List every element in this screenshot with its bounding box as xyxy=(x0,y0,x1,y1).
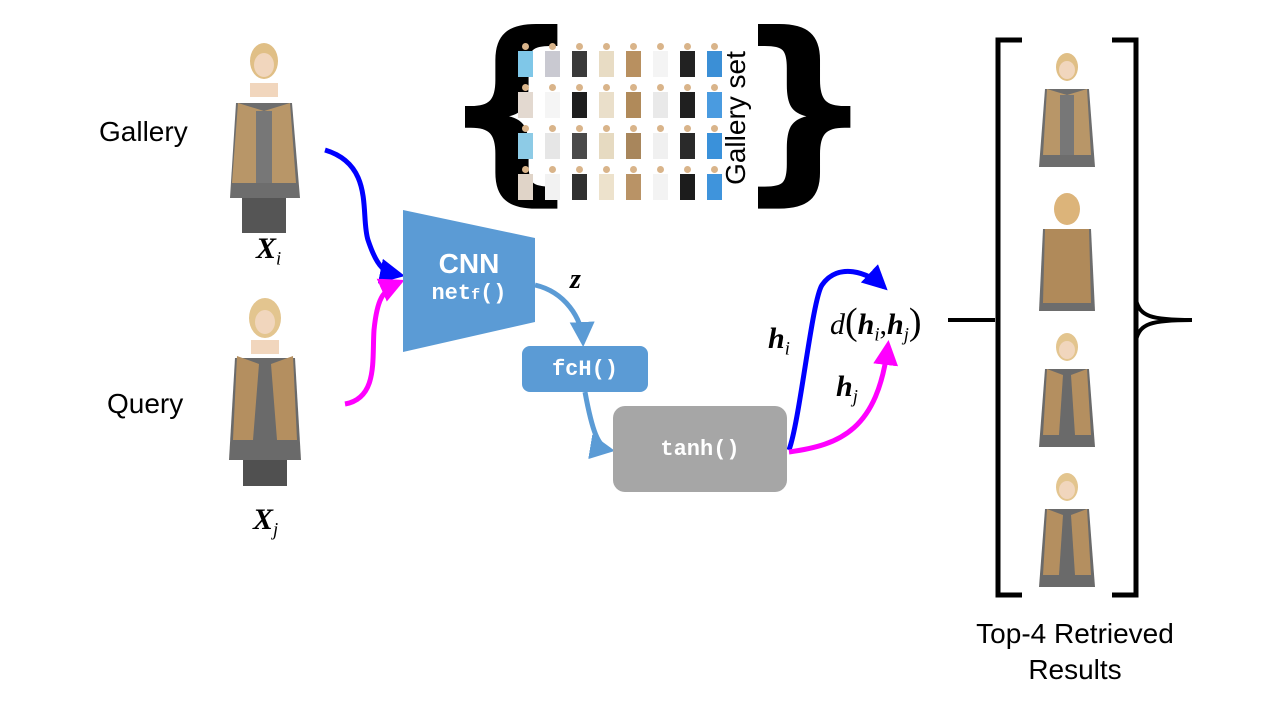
z-label: z xyxy=(570,264,581,295)
gallery-thumbnail xyxy=(597,125,616,160)
cnn-function: netf() xyxy=(431,281,507,306)
gallery-thumbnail xyxy=(570,84,589,119)
results-left-bracket xyxy=(995,37,1022,598)
gallery-thumbnail xyxy=(705,84,724,119)
gallery-thumbnail xyxy=(678,166,697,201)
gallery-label: Gallery xyxy=(99,116,188,147)
results-right-bracket xyxy=(1112,37,1139,598)
result-photo-4 xyxy=(1039,473,1095,587)
results-caption-line2: Results xyxy=(1028,654,1122,685)
query-to-cnn-arrow xyxy=(344,278,405,407)
gallery-photo xyxy=(212,33,316,233)
gallery-thumbnail xyxy=(624,84,643,119)
hi-label: hi xyxy=(768,322,790,360)
hj-label: hj xyxy=(836,370,858,408)
hi-arrow xyxy=(786,264,888,451)
cnn-to-fch-arrow xyxy=(534,282,595,347)
gallery-thumbnail xyxy=(516,43,535,78)
retrieved-photos xyxy=(1039,53,1095,587)
xi-label: Xi xyxy=(256,232,282,270)
results-caption-line1: Top-4 Retrieved xyxy=(976,618,1174,649)
gallery-thumbnail xyxy=(624,125,643,160)
gallery-thumbnail xyxy=(678,125,697,160)
gallery-thumbnail xyxy=(516,166,535,201)
cnn-block-shape xyxy=(403,210,535,352)
gallery-thumbnail xyxy=(678,43,697,78)
gallery-thumbnail xyxy=(570,166,589,201)
cnn-title: CNN xyxy=(438,248,500,279)
gallery-thumbnail xyxy=(543,84,562,119)
result-photo-3 xyxy=(1039,333,1095,447)
xj-label: Xj xyxy=(253,503,279,541)
result-photo-2 xyxy=(1039,193,1095,311)
gallery-thumbnail xyxy=(543,125,562,160)
gallery-thumbnail xyxy=(705,166,724,201)
fch-to-tanh-arrow xyxy=(582,391,615,460)
gallery-thumbnail xyxy=(597,166,616,201)
gallery-thumbnail xyxy=(651,43,670,78)
results-right-brace xyxy=(1134,299,1193,341)
gallery-thumbnail xyxy=(516,125,535,160)
retrieved-results xyxy=(1023,45,1111,590)
query-label: Query xyxy=(107,388,184,419)
gallery-set-label: Gallery set xyxy=(720,51,751,185)
gallery-thumbnail xyxy=(516,84,535,119)
distance-formula: d(hi,hj) xyxy=(830,301,922,346)
gallery-thumbnail xyxy=(597,84,616,119)
results-caption: Top-4 Retrieved Results xyxy=(955,616,1195,688)
gallery-set-grid xyxy=(512,40,728,204)
gallery-thumbnail xyxy=(570,43,589,78)
result-photo-1 xyxy=(1039,53,1095,167)
hj-arrow xyxy=(788,340,899,455)
gallery-thumbnail xyxy=(570,125,589,160)
fch-block[interactable]: fcH() xyxy=(522,346,648,392)
gallery-thumbnail xyxy=(543,166,562,201)
cnn-block[interactable]: CNN netf() xyxy=(403,238,535,322)
gallery-set-right-brace: } xyxy=(733,0,876,224)
gallery-thumbnail xyxy=(651,84,670,119)
gallery-thumbnail xyxy=(624,166,643,201)
gallery-to-cnn-arrow xyxy=(324,147,405,284)
gallery-thumbnail xyxy=(597,43,616,78)
gallery-thumbnail xyxy=(705,125,724,160)
gallery-thumbnail xyxy=(705,43,724,78)
query-photo xyxy=(213,290,317,486)
tanh-block[interactable]: tanh() xyxy=(613,406,787,492)
gallery-thumbnail xyxy=(678,84,697,119)
gallery-thumbnail xyxy=(651,166,670,201)
gallery-thumbnail xyxy=(651,125,670,160)
gallery-thumbnail xyxy=(543,43,562,78)
gallery-thumbnail xyxy=(624,43,643,78)
